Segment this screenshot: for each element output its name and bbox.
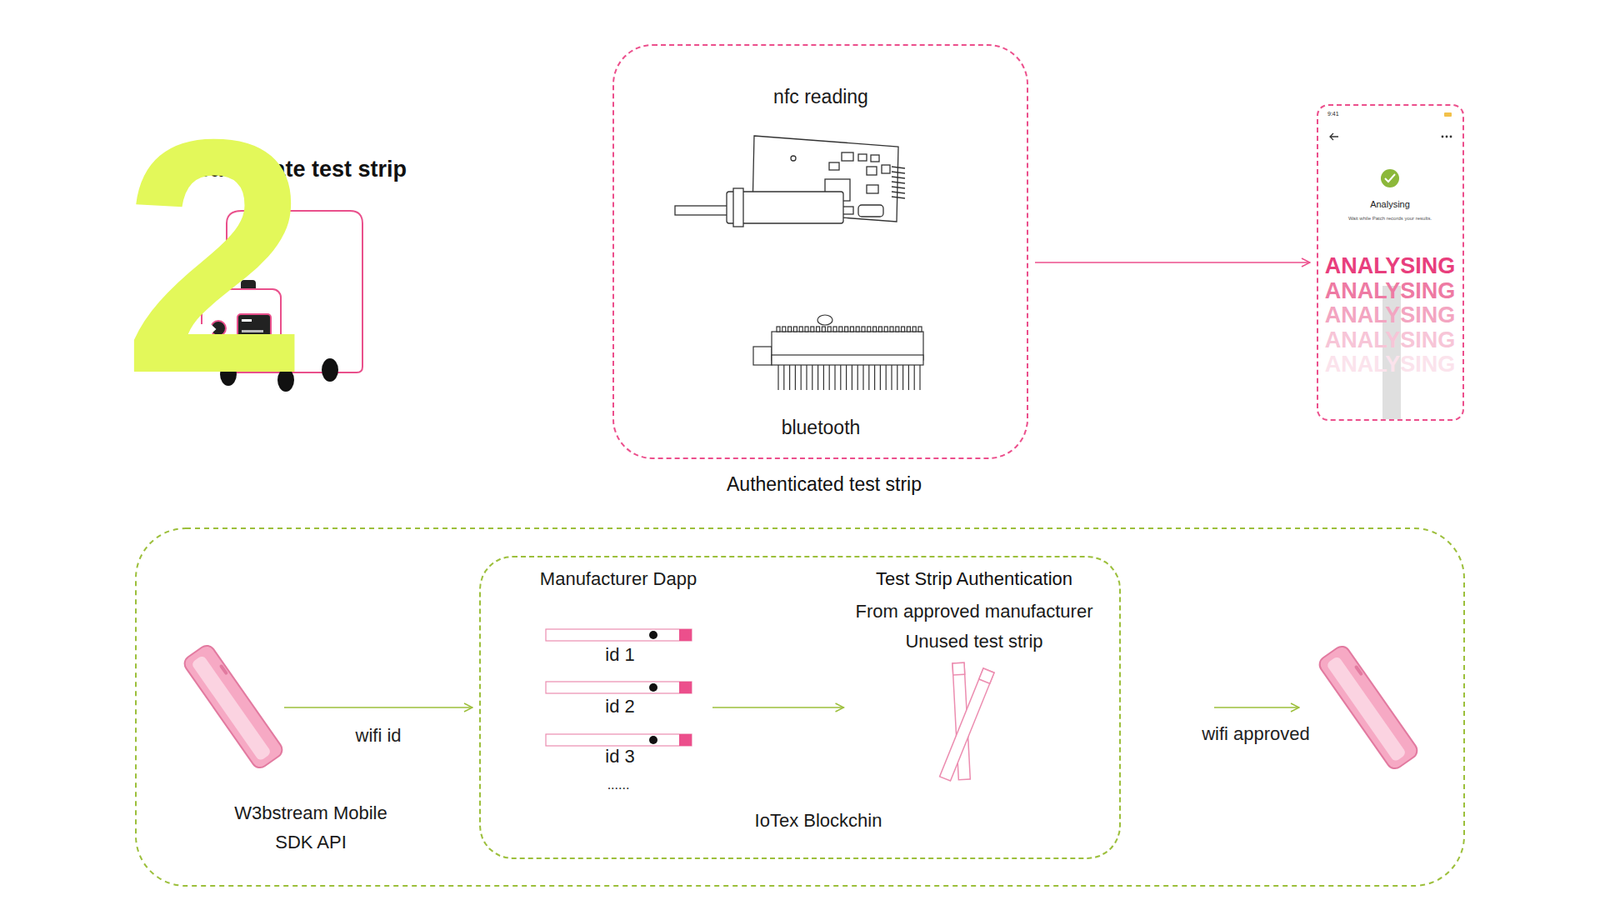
phone-screen: 9:41AnalysingWait while Patch records yo… [1316, 104, 1465, 421]
auth-panel: nfc reading bluetoothAuthenticated test s… [612, 44, 1029, 499]
panel-heading: Authenticated test strip [726, 473, 922, 497]
strip-id: id 1 [605, 644, 635, 666]
test-strip-list [545, 629, 692, 746]
condition-text: From approved manufacturer [855, 600, 1094, 623]
box-label: IoTex Blockchin [755, 810, 883, 832]
edge-label: wifi id [355, 725, 401, 747]
component-label: nfc reading [773, 85, 869, 110]
screen-heading: Analysing [1370, 199, 1410, 210]
mobile-sdk: W3bstream Mobile SDK API [189, 642, 278, 770]
flow-arrow [1035, 261, 1310, 264]
nfc-board [675, 135, 905, 227]
outer-region [135, 528, 1465, 886]
group-heading: Test Strip Authentication [875, 568, 1073, 590]
flow-label: wifi approved [1201, 723, 1310, 745]
strip-authentication: Test Strip AuthenticationFrom approved m… [850, 565, 1100, 792]
strip-id: id 2 [605, 695, 635, 718]
analysing-text: ANALYSING [1325, 328, 1456, 354]
flow-arrow [284, 706, 473, 709]
bluetooth-module [753, 315, 924, 390]
node-label: W3bstream Mobile SDK API [219, 798, 403, 857]
step-number: 2 [122, 90, 308, 424]
condition-text: Unused test strip [905, 630, 1043, 653]
test-strips [940, 662, 995, 781]
phone-icon [181, 642, 286, 771]
manufacturer-dapp: Manufacturer Dapp id 1 id 2 id 3...... [532, 565, 706, 800]
status-time: 9:41 [1327, 110, 1340, 118]
phone-icon [1316, 643, 1421, 772]
flow-arrow [1214, 706, 1300, 709]
strip-id: id 3 [605, 745, 635, 768]
analysing-text: ANALYSING [1325, 303, 1456, 329]
group-heading: Manufacturer Dapp [540, 568, 697, 590]
blockchain-box: IoTex Blockchin Manufacturer Dapp id 1 id 2… [479, 555, 1121, 860]
analysing-text: ANALYSING [1325, 279, 1456, 305]
flow-arrow [712, 706, 845, 709]
analysing-text: ANALYSING [1325, 254, 1456, 280]
ellipsis: ...... [607, 776, 630, 793]
analysing-text: ANALYSING [1325, 352, 1456, 378]
component-label: bluetooth [781, 416, 861, 440]
screen-subtitle: Wait while Patch records your results. [1348, 215, 1432, 222]
